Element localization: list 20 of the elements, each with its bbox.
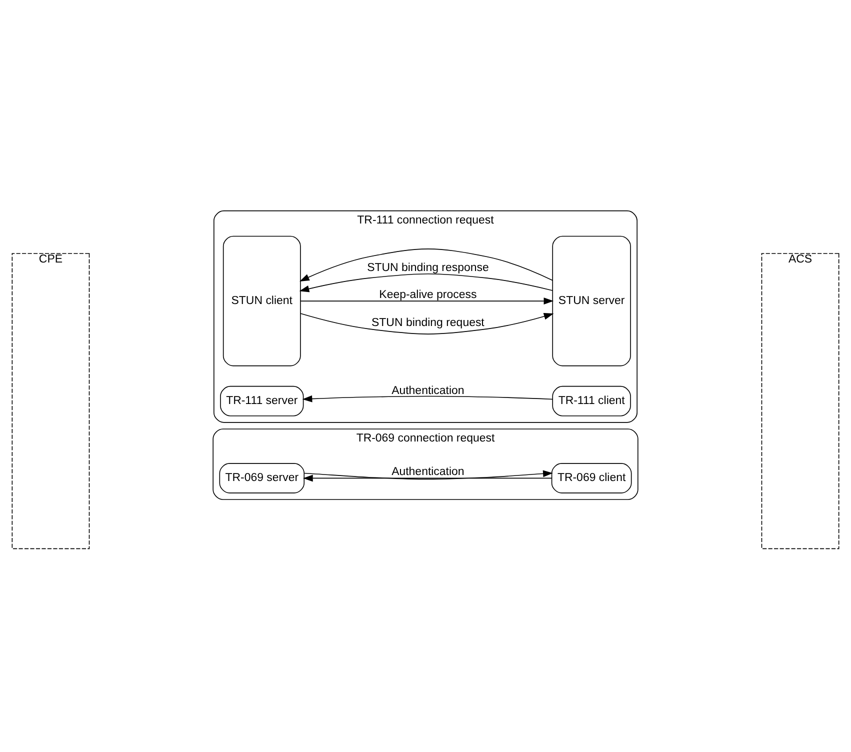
arrow — [300, 312, 554, 334]
arrow — [303, 474, 552, 482]
arrow — [300, 297, 554, 304]
node-box: TR-111 client — [552, 385, 631, 416]
edge-label: Keep-alive process — [379, 288, 477, 300]
edge-label: STUN binding response — [367, 261, 489, 274]
arrow — [302, 394, 553, 402]
arrow — [304, 470, 553, 480]
node-box: STUN server — [552, 235, 631, 366]
node-box: TR-069 server — [219, 462, 305, 493]
arrow — [299, 272, 553, 292]
node-box: STUN client — [222, 235, 301, 366]
node-box: CPE — [12, 252, 90, 549]
edge-label: Authentication — [392, 466, 464, 478]
edge-label: Authentication — [392, 384, 464, 396]
arrow — [300, 248, 553, 281]
edge-label: STUN binding request — [372, 316, 484, 328]
node-box: ACS — [761, 252, 840, 549]
node-box: TR-069 client — [551, 462, 632, 493]
node-box: TR-111 server — [220, 385, 304, 416]
